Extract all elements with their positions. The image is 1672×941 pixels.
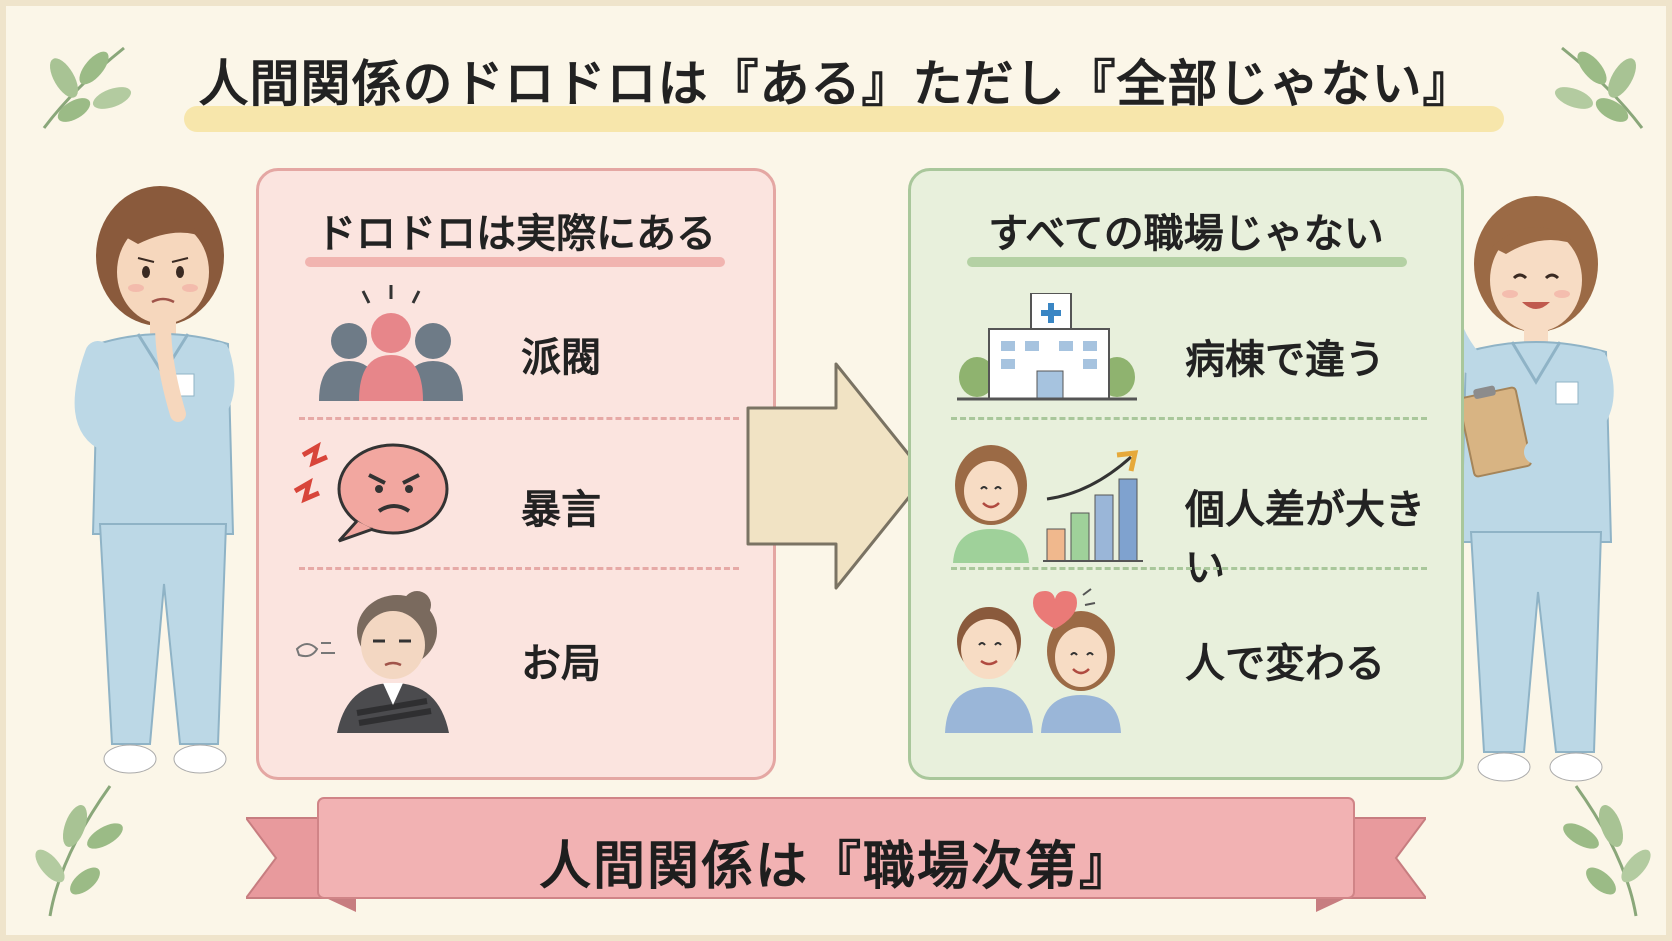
leaf-decoration-bottom-right-icon bbox=[1563, 785, 1651, 917]
conclusion-banner-text: 人間関係は『職場次第』 bbox=[538, 837, 1133, 897]
right-divider bbox=[951, 417, 1427, 420]
worried-nurse-illustration bbox=[74, 186, 235, 774]
right-item-label: 個人差が大きい bbox=[1185, 487, 1425, 591]
senior-woman-icon bbox=[295, 591, 449, 733]
left-item-label: 暴言 bbox=[521, 487, 601, 533]
right-panel: すべての職場じゃない 病棟で違う bbox=[908, 168, 1464, 780]
right-arrow-icon bbox=[746, 362, 928, 590]
growth-chart-icon bbox=[953, 445, 1143, 563]
right-divider bbox=[951, 567, 1427, 570]
hospital-icon bbox=[957, 293, 1137, 401]
right-panel-heading: すべての職場じゃない bbox=[988, 211, 1384, 257]
right-item-label: 人で変わる bbox=[1185, 641, 1385, 687]
angry-speech-icon bbox=[293, 441, 449, 543]
left-divider bbox=[299, 567, 739, 570]
page-title: 人間関係のドロドロは『ある』ただし『全部じゃない』 bbox=[198, 55, 1474, 113]
title-highlight bbox=[184, 106, 1504, 132]
left-panel: ドロドロは実際にある 派閥 暴言 bbox=[256, 168, 776, 780]
left-item-label: 派閥 bbox=[521, 335, 601, 381]
leaf-decoration-bottom-left-icon bbox=[35, 785, 123, 917]
left-heading-underline bbox=[305, 257, 725, 267]
leaf-decoration-top-right-icon bbox=[1554, 46, 1644, 129]
right-heading-underline bbox=[967, 257, 1407, 267]
ribbon-banner bbox=[246, 797, 1426, 912]
smiling-nurse-illustration bbox=[1434, 196, 1614, 782]
couple-heart-icon bbox=[945, 588, 1121, 733]
right-item-label: 病棟で違う bbox=[1185, 337, 1385, 383]
leaf-decoration-top-left-icon bbox=[42, 46, 132, 129]
left-panel-heading: ドロドロは実際にある bbox=[316, 211, 716, 257]
left-divider bbox=[299, 417, 739, 420]
left-item-label: お局 bbox=[521, 641, 601, 687]
group-icon bbox=[319, 285, 463, 401]
